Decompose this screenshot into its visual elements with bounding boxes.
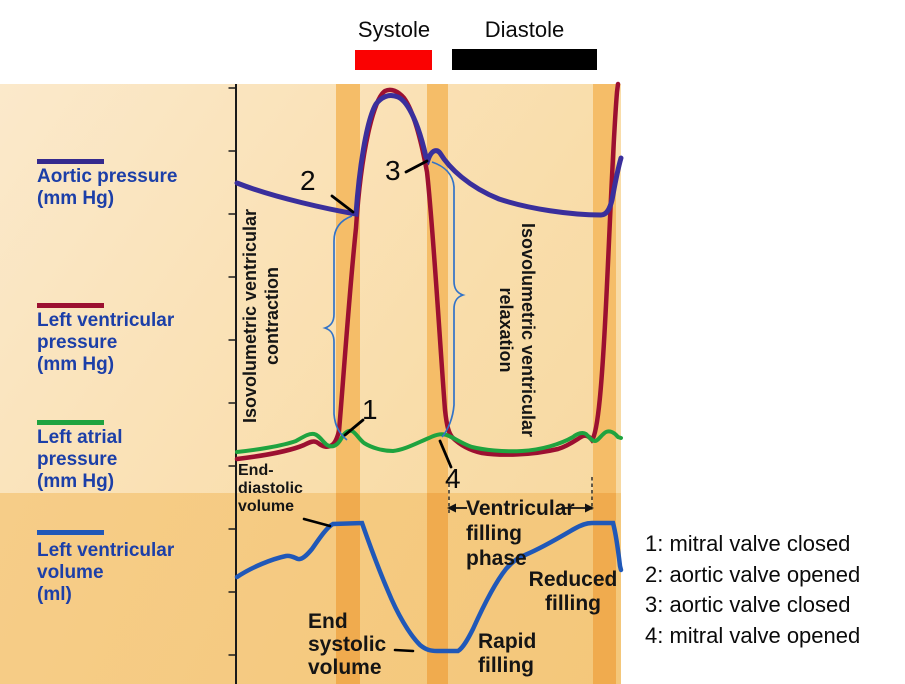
filling-span-left-arrow	[447, 503, 467, 513]
point2-pointer-line	[330, 194, 355, 214]
point3-pointer-line	[404, 159, 429, 174]
point-4-number: 4	[445, 463, 461, 494]
valve-event-key: 1: mitral valve closed 2: aortic valve o…	[645, 529, 860, 651]
key-line-1: 1: mitral valve closed	[645, 531, 851, 556]
lv-pressure-curve	[234, 81, 621, 462]
isovolumetric-contraction-label: Isovolumetric ventricular contraction	[240, 208, 282, 424]
legend-aortic-pressure: Aortic pressure (mm Hg)	[37, 166, 178, 209]
key-line-3: 3: aortic valve closed	[645, 592, 851, 617]
filling-span-right-arrow	[561, 503, 594, 513]
ventricular-filling-phase-label: Ventricular filling phase	[466, 497, 575, 570]
lv-volume-swatch	[37, 530, 104, 535]
systole-bar	[355, 50, 432, 70]
isovolumetric-relaxation-label: Isovolumetric ventricular relaxation	[496, 222, 538, 438]
systole-label: Systole	[357, 17, 431, 42]
contraction-brace	[322, 215, 353, 441]
relaxation-brace	[431, 161, 466, 438]
key-line-2: 2: aortic valve opened	[645, 561, 861, 587]
point1-pointer-line	[343, 418, 365, 437]
volume-zone-background	[0, 493, 621, 684]
end-systolic-volume-label: End systolic volume	[308, 610, 387, 679]
point-2-number: 2	[300, 165, 316, 196]
aortic-pressure-swatch	[37, 159, 104, 164]
rapid-filling-label: Rapid filling	[478, 630, 537, 677]
diastole-label: Diastole	[484, 17, 565, 42]
isovolumetric-contraction-band	[336, 84, 360, 684]
key-line-4: 4: mitral valve opened	[645, 622, 861, 648]
diastole-bar	[452, 49, 597, 70]
reduced-filling-label: Reduced filling	[528, 568, 618, 615]
lv-pressure-swatch	[37, 303, 104, 308]
legend-la-pressure: Left atrial pressure (mm Hg)	[37, 427, 123, 492]
point-3-number: 3	[385, 155, 401, 186]
aortic-pressure-curve	[234, 93, 624, 218]
end-diastolic-volume-label: End- diastolic volume	[238, 462, 303, 515]
y-axis-ticks	[228, 87, 236, 656]
legend-lv-volume: Left ventricular volume (ml)	[37, 540, 175, 605]
la-pressure-curve	[235, 428, 623, 454]
point-1-number: 1	[362, 394, 378, 425]
edv-pointer-line	[302, 517, 332, 528]
esv-pointer-line	[393, 648, 415, 653]
legend-lv-pressure: Left ventricular pressure (mm Hg)	[37, 310, 175, 375]
point4-pointer-line	[438, 439, 453, 469]
la-pressure-swatch	[37, 420, 104, 425]
lv-volume-curve	[234, 520, 624, 654]
